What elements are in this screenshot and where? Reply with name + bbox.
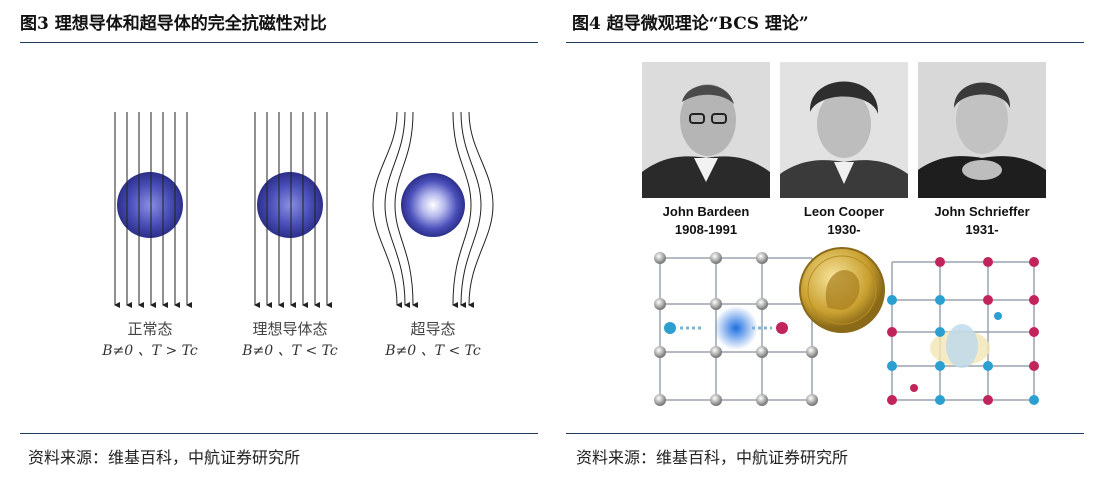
figure-3-bottom-rule	[20, 433, 538, 434]
figure-3-source: 资料来源：维基百科，中航证券研究所	[28, 448, 301, 467]
normal-state-graphic	[114, 112, 192, 308]
normal-state-label: 正常态	[127, 320, 173, 338]
figure-4-top-rule	[566, 42, 1084, 43]
field-lines-graphic	[114, 111, 494, 309]
bardeen-name: John Bardeen	[662, 204, 750, 219]
superconductor-condition: B≠0 、T < Tc	[385, 343, 481, 359]
figure-3-panel: 图3 理想导体和超导体的完全抗磁性对比	[20, 14, 538, 467]
figure-3-top-rule	[20, 42, 538, 43]
figure-4-title: 图4 超导微观理论“BCS 理论”	[572, 14, 809, 34]
cooper-portrait	[780, 62, 908, 198]
superconductor-label: 超导态	[410, 320, 456, 338]
ideal-conductor-label: 理想导体态	[252, 320, 328, 338]
nobel-medal-graphic	[799, 247, 885, 333]
ideal-conductor-graphic	[254, 112, 332, 308]
superconductor-graphic	[372, 111, 494, 309]
normal-state-condition: B≠0 、T > Tc	[102, 343, 198, 359]
ideal-conductor-condition: B≠0 、T < Tc	[242, 343, 338, 359]
figure-3-title: 图3 理想导体和超导体的完全抗磁性对比	[20, 14, 327, 34]
schrieffer-name: John Schrieffer	[934, 204, 1030, 219]
cooper-pair-lattice-illustration	[632, 242, 1052, 418]
schrieffer-years: 1931-	[965, 222, 999, 237]
cooper-name: Leon Cooper	[803, 204, 885, 219]
figure-4-bottom-rule	[566, 433, 1084, 434]
figure-4-panel: 图4 超导微观理论“BCS 理论” John	[552, 0, 1104, 492]
cooper-years: 1930-	[827, 222, 861, 237]
schrieffer-portrait	[918, 62, 1046, 198]
bardeen-portrait	[642, 62, 770, 198]
bardeen-years: 1908-1991	[674, 222, 738, 237]
figure-4-source: 资料来源：维基百科，中航证券研究所	[576, 448, 849, 467]
magnetic-field-diagram: 正常态 B≠0 、T > Tc 理想导体态 B≠0 、T < Tc 超导态 B≠…	[95, 100, 495, 370]
